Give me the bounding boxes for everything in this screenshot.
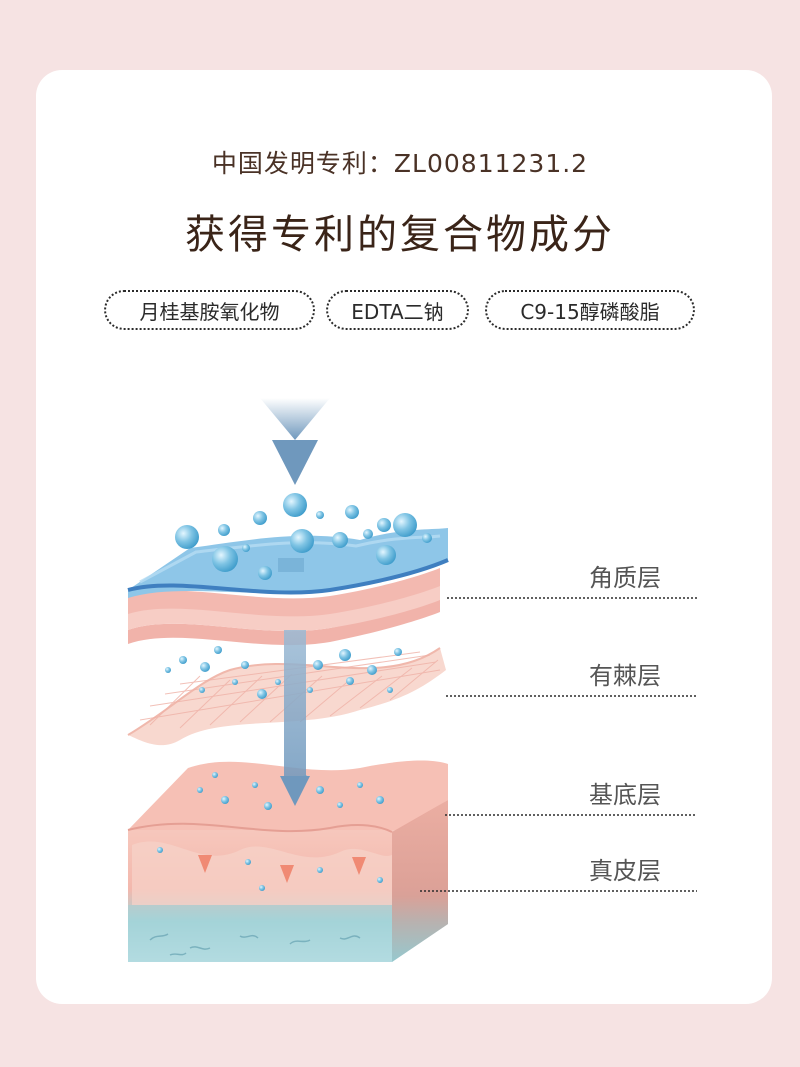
layer-label-dermis: 真皮层 bbox=[589, 857, 661, 885]
center-arrow-icon bbox=[280, 630, 310, 806]
skin-block-illustration bbox=[127, 760, 448, 962]
ingredient-tag-2: EDTA二钠 bbox=[326, 290, 469, 330]
ingredient-tag-1: 月桂基胺氧化物 bbox=[104, 290, 315, 330]
stratum-corneum-illustration bbox=[127, 493, 449, 646]
layer-label-spinous: 有棘层 bbox=[589, 662, 661, 690]
penetration-arrow-icon bbox=[260, 398, 330, 485]
headline: 获得专利的复合物成分 bbox=[185, 212, 615, 258]
layer-label-basal: 基底层 bbox=[589, 781, 661, 809]
patent-number: 中国发明专利：ZL00811231.2 bbox=[211, 149, 589, 178]
layer-label-corneum: 角质层 bbox=[589, 564, 661, 592]
ingredient-tag-3: C9-15醇磷酸脂 bbox=[485, 290, 695, 330]
